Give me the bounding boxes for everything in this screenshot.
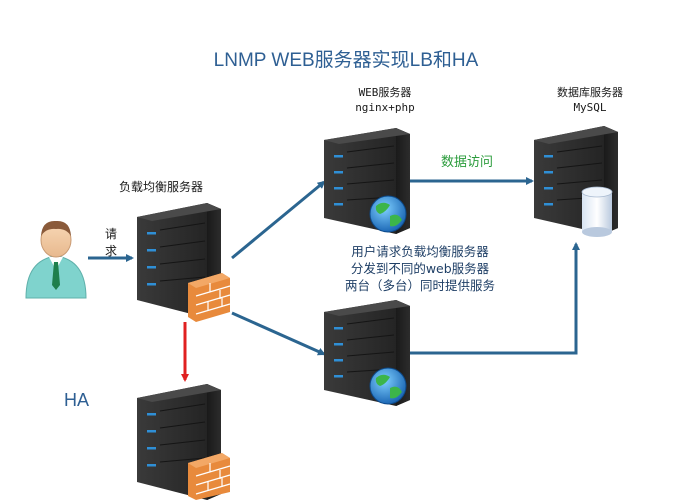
server-leds (334, 327, 343, 378)
server-leds (334, 155, 343, 206)
web2-to-db-arrow (410, 242, 580, 355)
load-balancer-label: 负载均衡服务器 (119, 180, 204, 194)
db-server-label-line2: MySQL (573, 101, 607, 114)
description-line2: 分发到不同的web服务器 (350, 261, 490, 276)
lb-to-web1-arrow (231, 180, 326, 260)
description-line3: 两台（多台）同时提供服务 (344, 278, 495, 293)
web-server-label-line1: WEB服务器 (358, 86, 412, 99)
globe-icon (369, 367, 407, 405)
server-leds (147, 413, 156, 467)
connections (88, 177, 580, 382)
user-icon (25, 220, 87, 299)
server-leds (544, 155, 553, 206)
web-server-label-line2: nginx+php (355, 101, 415, 114)
request-label: 请求 (104, 227, 117, 258)
ha-label: HA (64, 390, 90, 410)
data-access-label: 数据访问 (441, 155, 494, 170)
database-cylinder-icon (581, 186, 613, 237)
firewall-icon (188, 273, 231, 322)
firewall-icon (188, 453, 231, 500)
description: 用户请求负载均衡服务器 分发到不同的web服务器 两台（多台）同时提供服务 (300, 243, 540, 294)
db-server-label-line1: 数据库服务器 (557, 86, 623, 99)
description-line1: 用户请求负载均衡服务器 (351, 244, 489, 259)
diagram-title: LNMP WEB服务器实现LB和HA (213, 50, 479, 71)
globe-icon (369, 195, 407, 233)
lb-to-web2-arrow (231, 311, 326, 356)
server-leds (147, 232, 156, 286)
